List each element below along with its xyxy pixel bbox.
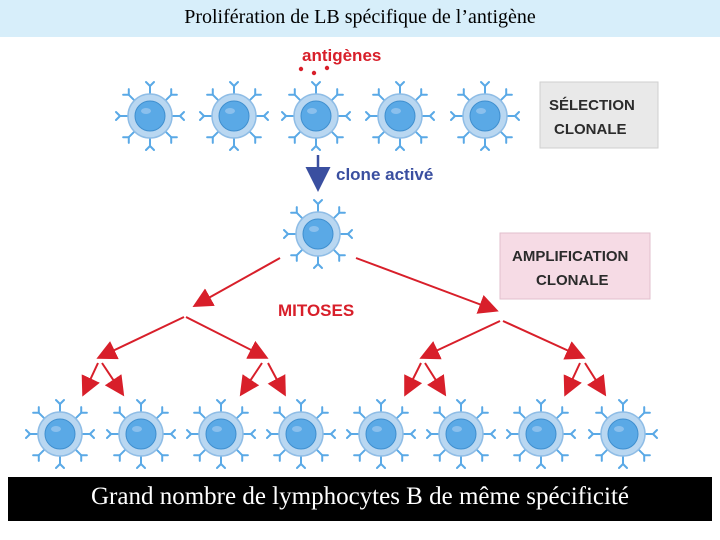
b-lymphocyte-icon [507,400,575,468]
mitosis-arrows-level3 [81,362,607,397]
b-lymphocyte-icon [589,400,657,468]
b-lymphocyte-icon [284,200,352,268]
b-lymphocyte-icon [347,400,415,468]
arrow-icon [355,257,499,314]
arrow-icon [101,362,125,397]
cell-row-amplified [26,400,657,468]
b-lymphocyte-icon [200,82,268,150]
mitosis-arrows-level1 [192,257,499,314]
clonal-selection-diagram: antigènes SÉLECTION CLONALE clone activé… [0,46,659,477]
caption-bar: Grand nombre de lymphocytes B de même sp… [8,477,712,521]
b-lymphocyte-icon [427,400,495,468]
page-title: Prolifération de LB spécifique de l’anti… [184,6,536,28]
selection-box-line2: CLONALE [554,121,627,138]
arrow-icon [96,316,185,360]
b-lymphocyte-icon [451,82,519,150]
arrow-icon [584,362,607,397]
selection-box-line1: SÉLECTION [549,97,635,114]
arrow-icon [563,362,582,397]
mitosis-arrows-level2 [96,316,586,360]
b-lymphocyte-icon [366,82,434,150]
antigens-label: antigènes [302,46,381,65]
antigen-dot-icon [298,65,330,76]
arrow-icon [267,362,286,397]
amplification-box-line1: AMPLIFICATION [512,248,628,265]
amplification-box-line2: CLONALE [536,272,609,289]
arrow-icon [192,257,281,307]
title-bar: Prolifération de LB spécifique de l’anti… [0,0,720,37]
arrow-icon [404,362,423,397]
arrow-icon [424,362,447,397]
clone-active-label: clone activé [336,165,433,184]
selection-clonale-box: SÉLECTION CLONALE [539,81,659,149]
b-lymphocyte-icon [107,400,175,468]
arrow-icon [81,362,100,397]
amplification-clonale-box: AMPLIFICATION CLONALE [499,232,651,300]
b-lymphocyte-icon [267,400,335,468]
mitoses-label: MITOSES [278,301,354,320]
arrow-icon [419,320,501,360]
b-lymphocyte-icon [282,82,350,150]
b-lymphocyte-icon [26,400,94,468]
cell-row-initial [116,82,519,150]
arrow-icon [239,362,263,397]
b-lymphocyte-icon [116,82,184,150]
arrow-icon [502,320,586,360]
b-lymphocyte-icon [187,400,255,468]
arrow-icon [185,316,269,359]
caption-text: Grand nombre de lymphocytes B de même sp… [90,483,630,510]
